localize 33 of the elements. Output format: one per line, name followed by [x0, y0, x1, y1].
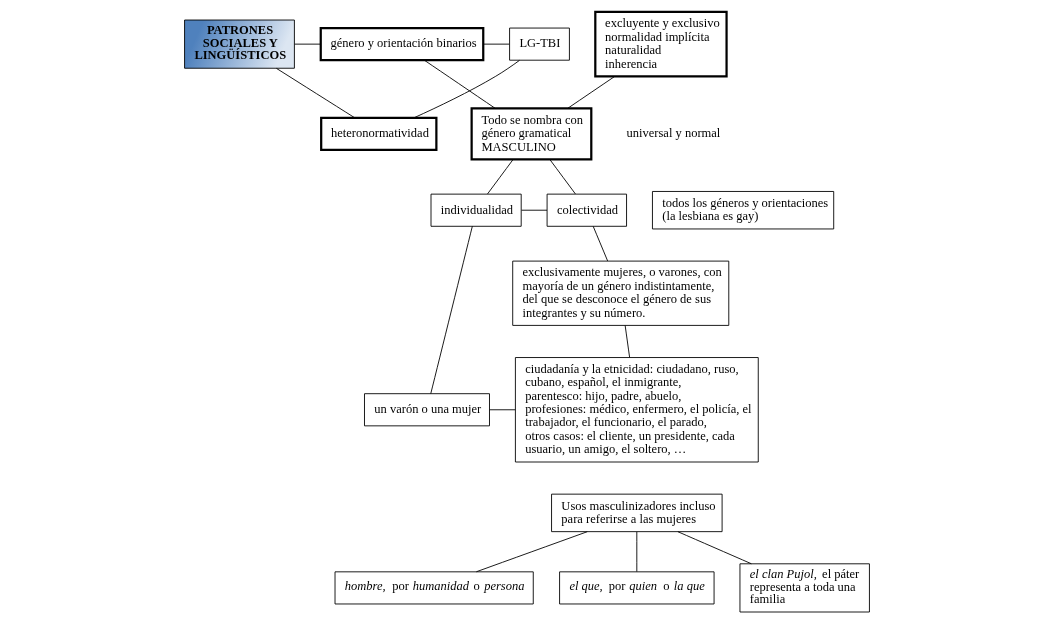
connector: [549, 159, 576, 195]
connector: [424, 59, 496, 109]
connector: [482, 43, 510, 45]
node-box: colectividad: [546, 193, 627, 227]
node-box: Usos masculinizadores incluso para referirse a las mujeres: [551, 493, 723, 533]
connector: [624, 325, 631, 358]
node-box: todos los géneros y orientaciones (la lesbiana es gay): [652, 191, 835, 230]
connector: [276, 67, 355, 118]
connector: [413, 59, 520, 119]
label: universal y normal: [626, 126, 721, 141]
node-box: un varón o una mujer: [364, 393, 490, 427]
connector: [430, 225, 473, 395]
connector: [677, 531, 752, 565]
connector: [636, 531, 638, 573]
connector: [475, 531, 588, 573]
node-box: el clan Pujol, el páter representa a toda una familia: [739, 563, 870, 613]
node-box: individualidad: [430, 193, 522, 227]
node-box: hombre, por humanidad o persona: [334, 571, 534, 605]
connector: [592, 225, 609, 262]
node-box: exclusivamente mujeres, o varones, con mayoría de un género indistintamente, del que se desconoce el género de sus integrantes y su número.: [512, 260, 730, 326]
connector: [294, 43, 322, 45]
node-box: LG-TBI: [509, 27, 570, 61]
connector: [489, 409, 516, 411]
node-box: PATRONES SOCIALES Y LINGÜÍSTICOS: [184, 19, 295, 69]
connector: [521, 209, 548, 211]
node-box: heteronormatividad: [320, 116, 438, 152]
node-box: género y orientación binarios: [319, 26, 485, 62]
connector: [567, 75, 616, 109]
node-box: Todo se nombra con género gramatical MASCULINO: [470, 107, 593, 161]
node-box: ciudadanía y la etnicidad: ciudadano, ruso, cubano, español, el inmigrante, parentesco: hijo, padre, abuelo, profesiones: médico, enfermero, el policía, el trabajador, el funcionario, el parado, otros casos: el cliente, un presidente, cada usuario, un amigo, el soltero, …: [514, 357, 759, 463]
node-box: el que, por quien o la que: [559, 571, 715, 605]
node-box: excluyente y exclusivo normalidad implícita naturalidad inherencia: [594, 10, 728, 78]
connector: [487, 159, 514, 195]
